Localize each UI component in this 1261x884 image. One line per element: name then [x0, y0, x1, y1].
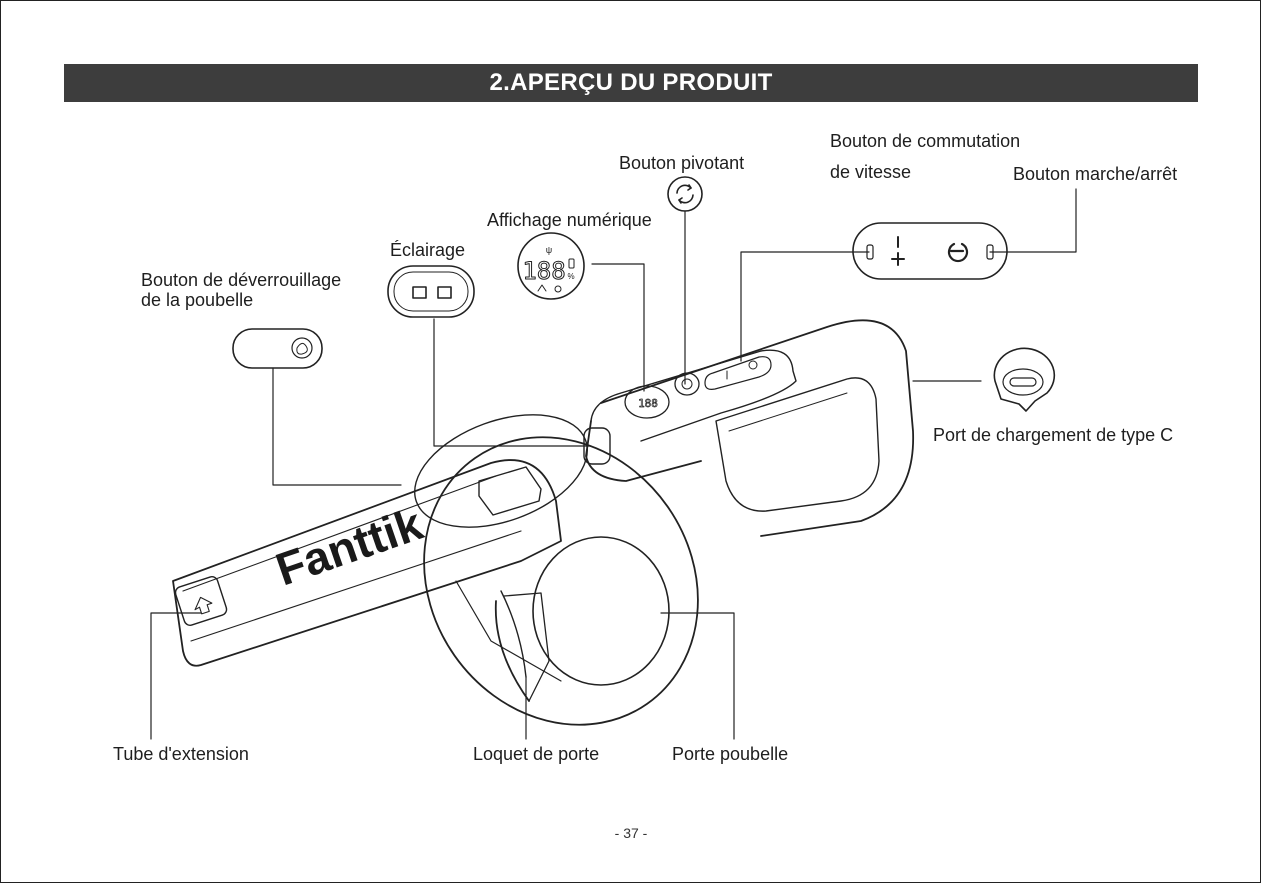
- label-lighting: Éclairage: [390, 239, 465, 261]
- bin-release-icon: [233, 329, 322, 368]
- power-icon: [949, 244, 967, 261]
- label-extension-tube: Tube d'extension: [113, 743, 249, 765]
- svg-text:188: 188: [522, 257, 565, 285]
- label-door-latch: Loquet de porte: [473, 743, 599, 765]
- label-bin-release-line2: de la poubelle: [141, 289, 253, 311]
- control-panel-icon: [853, 223, 1007, 279]
- brush-icon: [538, 285, 546, 291]
- label-bin-release-line1: Bouton de déverrouillage: [141, 269, 341, 291]
- label-speed-switch-line2: de vitesse: [830, 161, 911, 183]
- page-number: - 37 -: [601, 825, 661, 841]
- fan-icon: [297, 343, 307, 354]
- label-speed-switch-line1: Bouton de commutation: [830, 130, 1020, 152]
- vacuum-illustration: 188: [173, 320, 913, 778]
- label-digital-display: Affichage numérique: [487, 209, 652, 231]
- label-bin-door: Porte poubelle: [672, 743, 788, 765]
- lighting-icon: [388, 266, 474, 317]
- svg-text:188: 188: [638, 397, 658, 410]
- label-power-button: Bouton marche/arrêt: [1013, 163, 1177, 185]
- label-swivel-button: Bouton pivotant: [619, 152, 744, 174]
- fan-small-icon: [555, 286, 561, 292]
- svg-text:ψ: ψ: [546, 245, 552, 255]
- usb-c-port-icon: [994, 348, 1054, 411]
- label-charging-port: Port de chargement de type C: [933, 424, 1173, 446]
- rotate-icon: [668, 177, 702, 211]
- battery-icon: [569, 259, 574, 268]
- brand-logo: Fanttik: [269, 497, 429, 595]
- svg-text:%: %: [567, 272, 574, 281]
- digital-display-icon: ψ 188 %: [518, 233, 584, 299]
